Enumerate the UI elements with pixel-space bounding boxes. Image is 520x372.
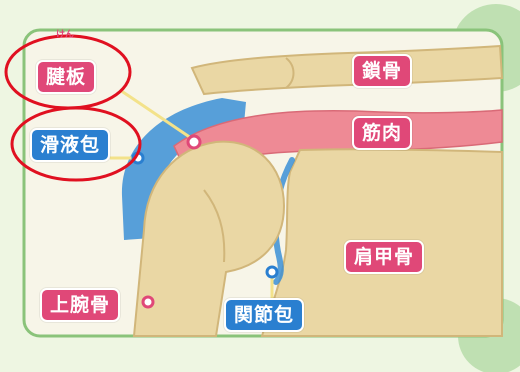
label-kinniku: 筋肉 [352,116,412,150]
label-katsuekihou: 滑液包 [30,128,110,162]
label-jouwankotsu: 上腕骨 [40,288,120,322]
label-kenkoukotsu: 肩甲骨 [344,240,424,274]
label-kansetsuhou: 関節包 [224,298,304,332]
label-ken-ban: 腱板 [36,60,96,94]
marker-dot-ken [188,136,200,148]
label-sakotsu: 鎖骨 [352,54,412,88]
marker-dot-capsule [267,267,277,277]
marker-dot-humerus [143,297,153,307]
furigana-ken: けん [56,30,74,40]
